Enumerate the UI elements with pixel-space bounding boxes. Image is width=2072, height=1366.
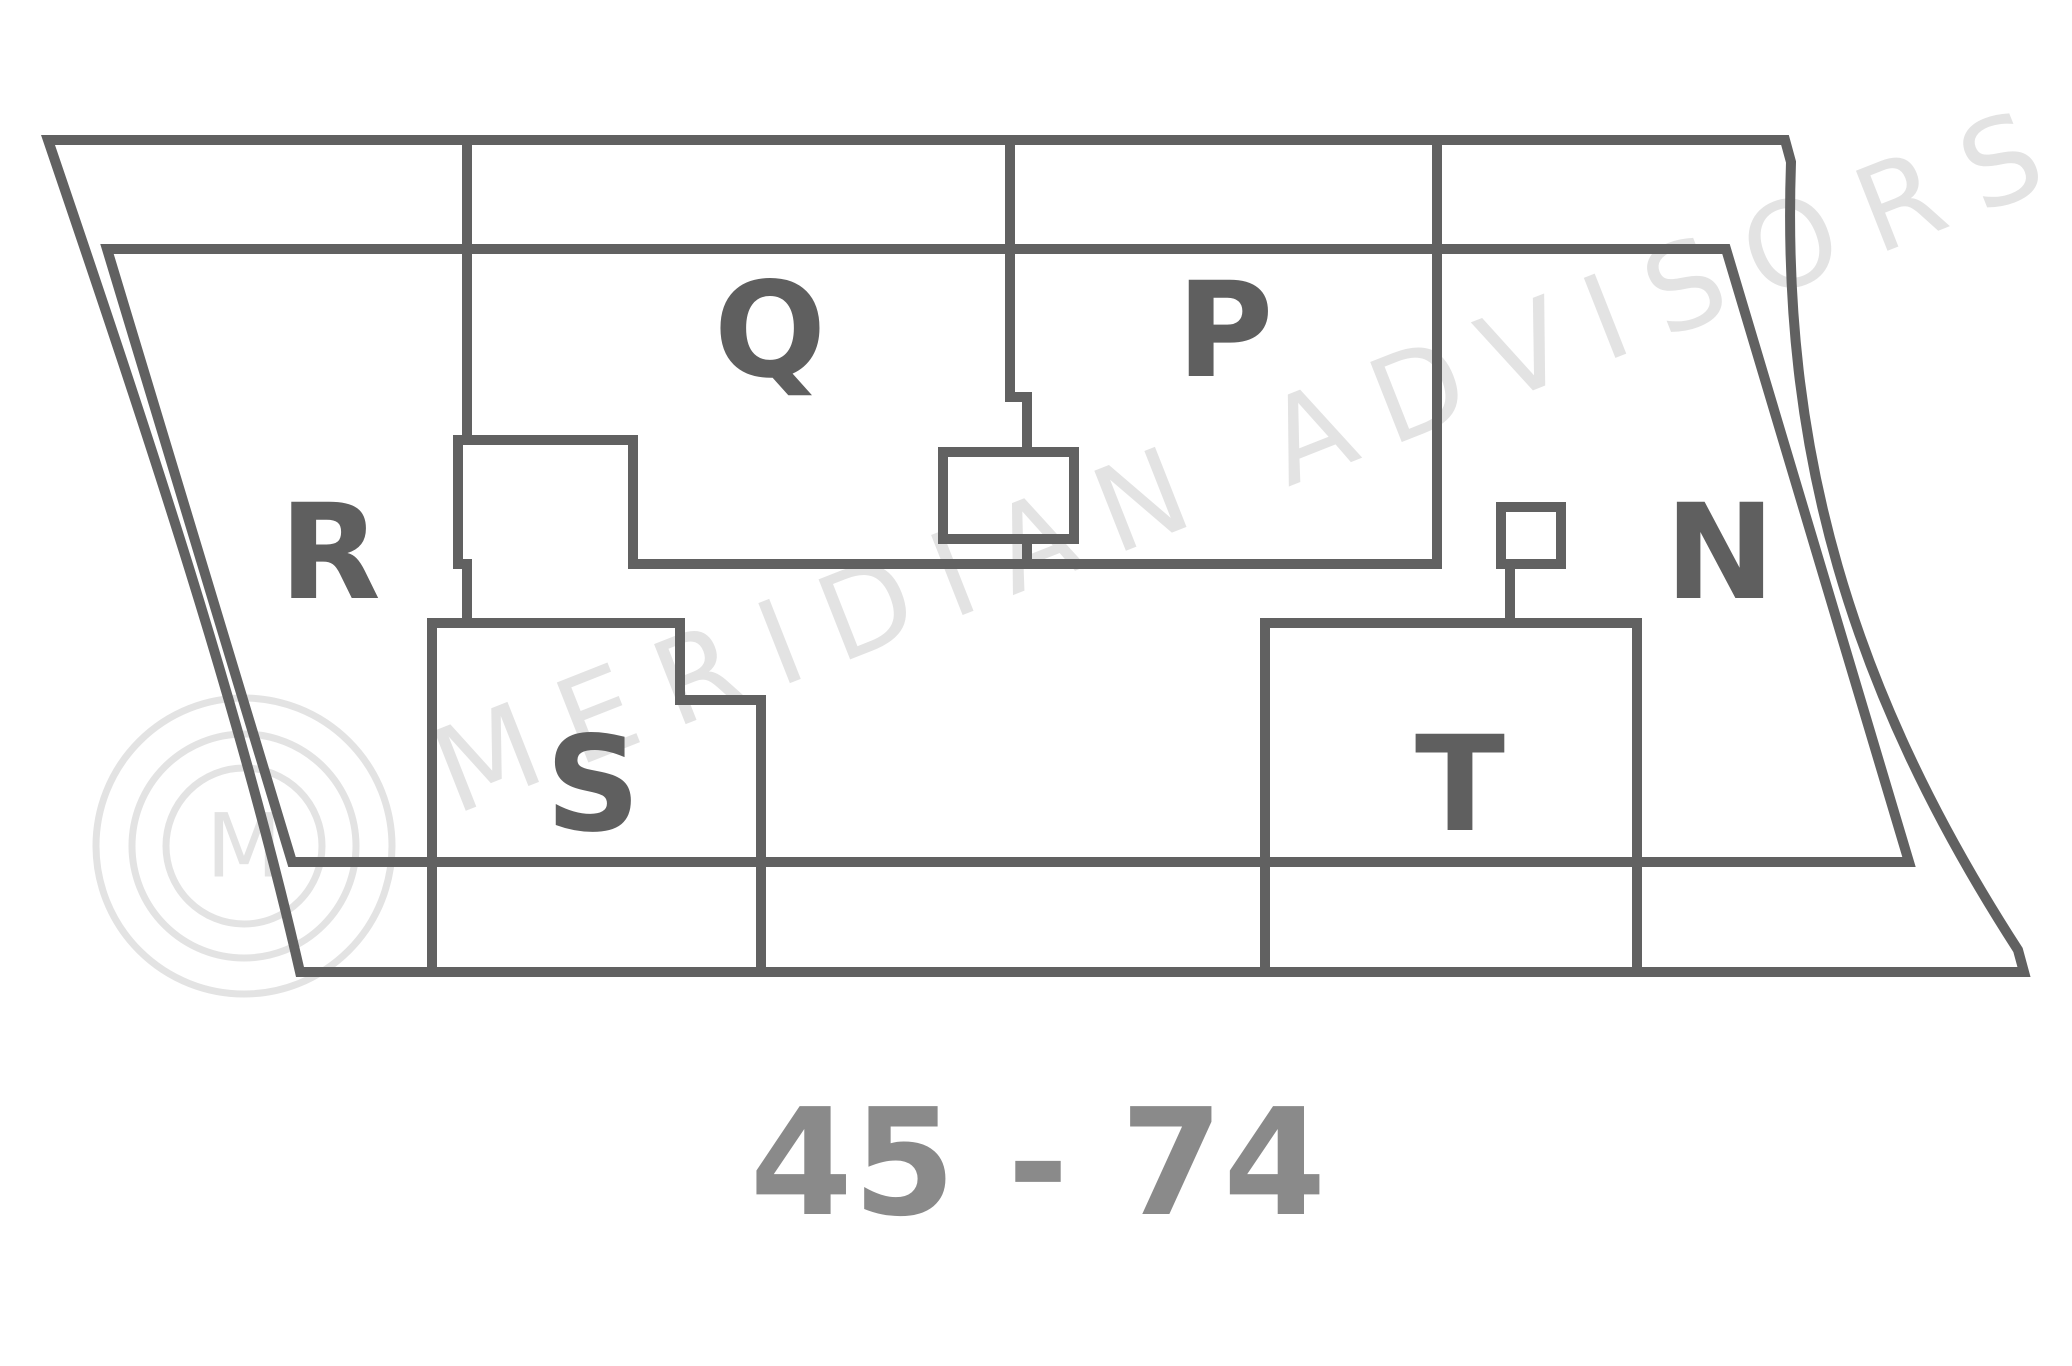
zone-label-q: Q — [714, 254, 826, 408]
connector-box-right — [1496, 502, 1566, 569]
s-block-outline — [427, 618, 766, 977]
q-p-block-outline — [462, 244, 1442, 569]
watermark-text: MERIDIAN ADVISORS — [415, 73, 2072, 841]
q-left-notch — [453, 435, 472, 628]
q-p-divider — [1005, 244, 1032, 457]
connector-box-center — [938, 447, 1079, 544]
inner-band — [100, 244, 1916, 867]
zone-label-s: S — [545, 708, 640, 862]
zone-label-n: N — [1665, 476, 1775, 630]
range-label: 45 - 74 — [750, 1077, 1326, 1249]
zone-label-r: R — [279, 476, 381, 630]
outer-boundary — [41, 135, 2031, 977]
zone-label-p: P — [1177, 254, 1274, 408]
zone-label-t: T — [1415, 708, 1505, 862]
t-block-outline — [1260, 618, 1642, 977]
